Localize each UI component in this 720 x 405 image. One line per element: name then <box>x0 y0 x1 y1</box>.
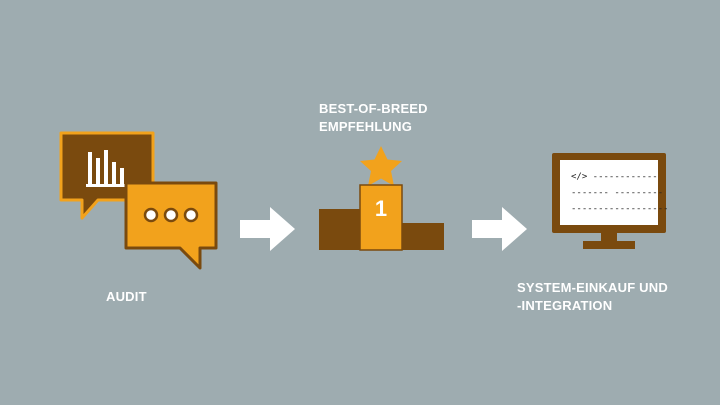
screen-code-line: ------- --------- <box>571 188 663 198</box>
monitor-code-icon: </> ------------ ------- --------- -----… <box>552 153 669 249</box>
star-icon <box>360 146 402 186</box>
orange-speech-bubble <box>124 181 218 270</box>
step-label-line: EMPFEHLUNG <box>319 119 412 134</box>
step-label-line: -INTEGRATION <box>517 298 613 313</box>
screen-code-line: ------------------ <box>571 204 669 214</box>
arrow-right-icon <box>240 207 295 251</box>
bar-chart-icon <box>86 150 128 187</box>
podium-star-icon: 1 <box>319 146 444 251</box>
monitor-neck <box>601 233 617 242</box>
speech-bubbles-chart-icon <box>59 131 218 270</box>
step-label-line: SYSTEM-EINKAUF UND <box>517 280 668 295</box>
podium-second-place <box>319 209 362 250</box>
podium-third-place <box>400 223 444 250</box>
podium-number: 1 <box>375 196 387 221</box>
ellipsis-icon <box>143 207 199 223</box>
monitor-screen <box>560 160 658 225</box>
step-label-audit: AUDIT <box>106 288 147 306</box>
monitor-base <box>583 241 635 249</box>
podium-first-place <box>359 184 403 251</box>
step-label-best-of-breed: BEST-OF-BREED EMPFEHLUNG <box>319 100 428 136</box>
step-label-system-integration: SYSTEM-EINKAUF UND -INTEGRATION <box>517 279 668 315</box>
screen-code-line: </> ------------ <box>571 172 658 182</box>
arrow-right-icon <box>472 207 527 251</box>
step-label-line: AUDIT <box>106 289 147 304</box>
step-label-line: BEST-OF-BREED <box>319 101 428 116</box>
